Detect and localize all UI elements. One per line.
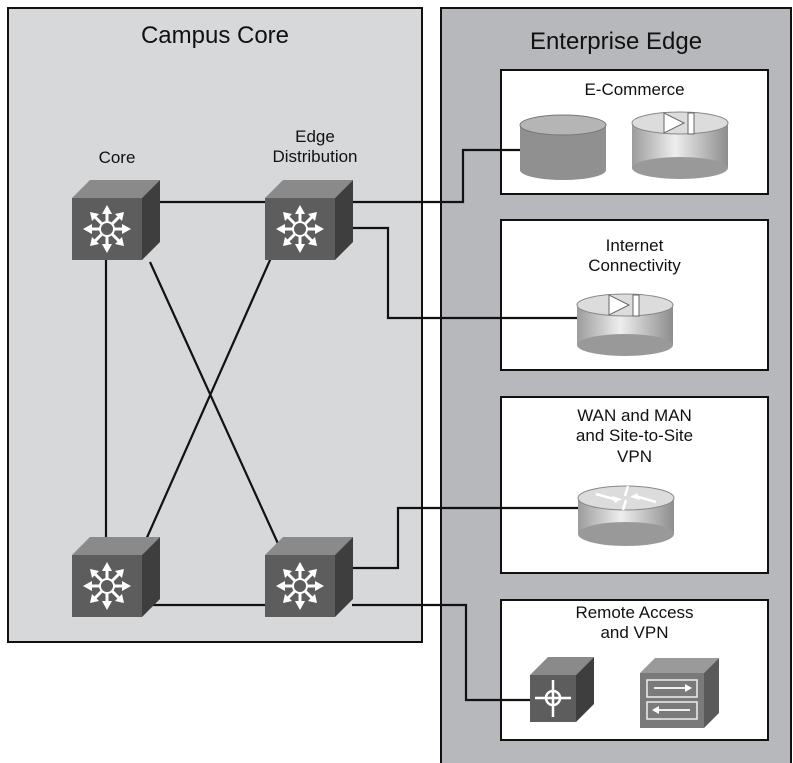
link-core-to-dist-bottom-cross [148, 261, 282, 549]
wan-module-label: WAN and MAN and Site-to-Site VPN [575, 406, 694, 466]
internet-content-switch-icon [576, 293, 674, 356]
internet-module-label: Internet Connectivity [588, 236, 681, 276]
campus-core-title: Campus Core [140, 22, 290, 49]
link-dist-bottom-to-remote [352, 603, 530, 702]
server-cylinder-icon [519, 114, 607, 180]
firewall-icon [640, 658, 719, 728]
content-switch-icon [631, 111, 729, 179]
link-edge-dist-to-internet [352, 226, 577, 320]
link-dist-bottom-to-wan [352, 506, 580, 570]
vpn-concentrator-icon [530, 657, 594, 722]
switch-edge-distribution-top [265, 180, 353, 260]
remote-access-module-label: Remote Access and VPN [575, 603, 694, 643]
edge-distribution-label: Edge Distribution [272, 127, 358, 167]
switch-edge-distribution-bottom [265, 537, 353, 617]
links [104, 148, 580, 702]
enterprise-edge-title: Enterprise Edge [529, 28, 703, 55]
link-edge-dist-to-ecommerce [352, 148, 520, 204]
core-label: Core [98, 148, 136, 167]
switch-core-bottom [72, 537, 160, 617]
link-edge-dist-to-core-bottom-cross [143, 241, 280, 543]
campus-core-region [7, 7, 423, 643]
switch-core-top [72, 180, 160, 260]
router-icon [577, 485, 675, 546]
ecommerce-module-label: E-Commerce [584, 80, 685, 99]
